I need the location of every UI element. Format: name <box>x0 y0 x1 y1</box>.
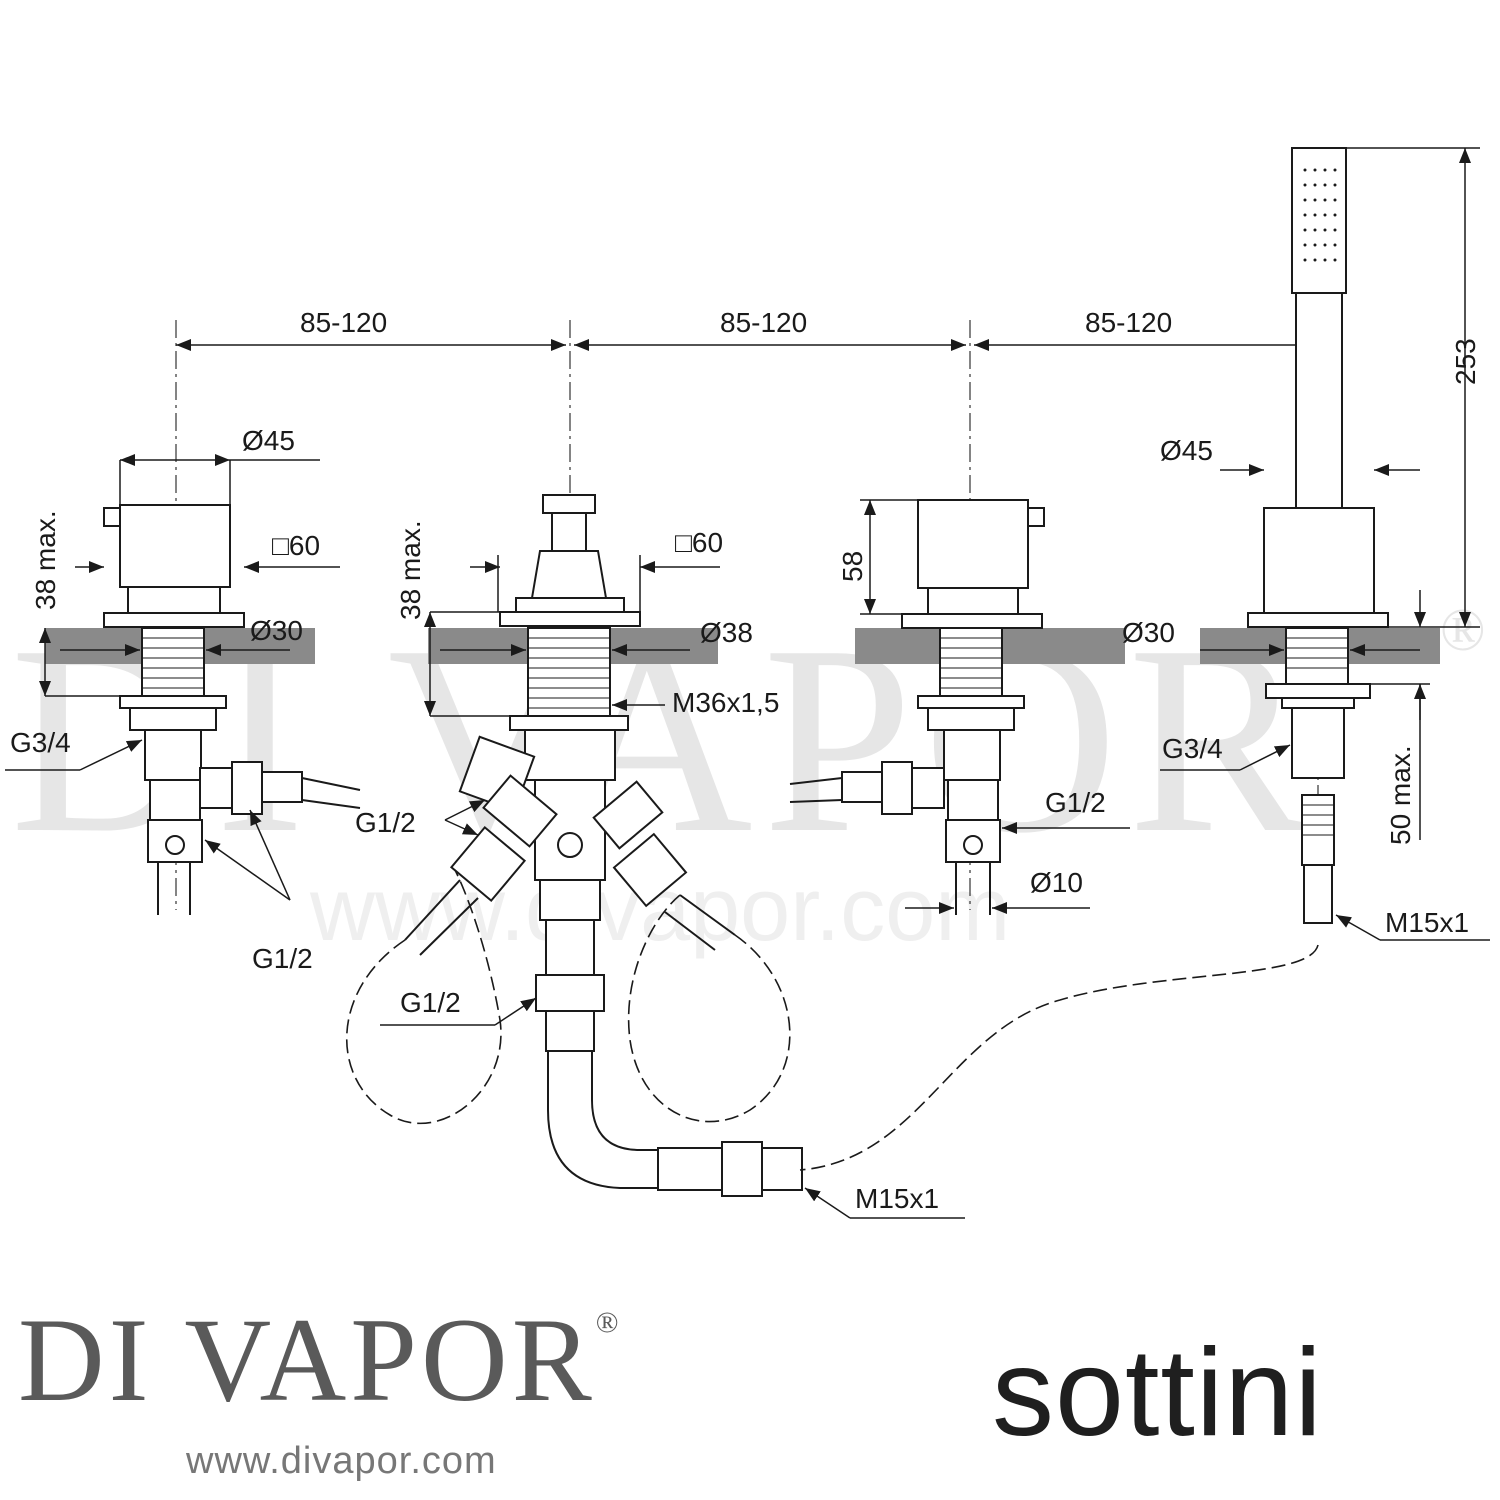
handset-shank: Ø30 <box>1122 617 1175 648</box>
spout-nut: M36x1,5 <box>672 687 779 718</box>
spout-ports: G1/2 <box>355 807 416 838</box>
footer-brand-registered: ® <box>595 1306 623 1339</box>
handset-below-deck: 50 max. <box>1385 745 1416 845</box>
spout-height: 38 max. <box>395 520 426 620</box>
bottom-hose-dimension: M15x1 <box>804 1183 965 1219</box>
left-valve-dia: Ø45 <box>242 425 295 456</box>
spacing-label-1: 85-120 <box>300 307 387 338</box>
footer-brand-text: DI VAPOR <box>18 1293 596 1426</box>
hose-bottom-thread: M15x1 <box>855 1183 939 1214</box>
watermark-registered: ® <box>1440 597 1496 663</box>
spacing-dimensions: 85-120 85-120 85-120 <box>176 307 1314 351</box>
right-valve <box>789 499 1045 915</box>
left-valve <box>103 504 361 915</box>
handset-length: 253 <box>1450 338 1481 385</box>
left-valve-height: 38 max. <box>30 510 61 610</box>
right-valve-inlet: G1/2 <box>1045 787 1106 818</box>
left-valve-inlets: G1/2 <box>252 943 313 974</box>
footer-brand-url: www.divapor.com <box>186 1440 497 1482</box>
left-valve-shank: Ø30 <box>250 615 303 646</box>
left-valve-outlet: G3/4 <box>10 727 71 758</box>
hoses <box>346 869 1319 1171</box>
right-valve-dimensions: 58 G1/2 Ø10 <box>837 499 1130 914</box>
handset-dia: Ø45 <box>1160 435 1213 466</box>
footer-brand-logo: DI VAPOR® <box>18 1300 623 1420</box>
right-valve-pipe: Ø10 <box>1030 867 1083 898</box>
right-valve-height: 58 <box>837 551 868 582</box>
handset-outlet: G3/4 <box>1162 733 1223 764</box>
handset-hose-thread: M15x1 <box>1385 907 1469 938</box>
left-valve-dimensions: Ø45 □60 38 max. Ø30 G3/4 G1/2 <box>5 425 340 974</box>
left-valve-square: □60 <box>272 530 320 561</box>
spout-shank: Ø38 <box>700 617 753 648</box>
spout-outlet: G1/2 <box>400 987 461 1018</box>
spacing-label-3: 85-120 <box>1085 307 1172 338</box>
spout-body <box>404 494 803 1197</box>
spacing-label-2: 85-120 <box>720 307 807 338</box>
spout-square: □60 <box>675 527 723 558</box>
handset-dimensions: 253 Ø45 Ø30 50 max. G3/4 M15x1 <box>1122 147 1490 941</box>
manufacturer-logo: sottini <box>992 1324 1323 1462</box>
spout-dimensions: 38 max. □60 Ø38 M36x1,5 G1/2 G1/2 <box>355 520 779 1026</box>
handset <box>1247 147 1389 924</box>
